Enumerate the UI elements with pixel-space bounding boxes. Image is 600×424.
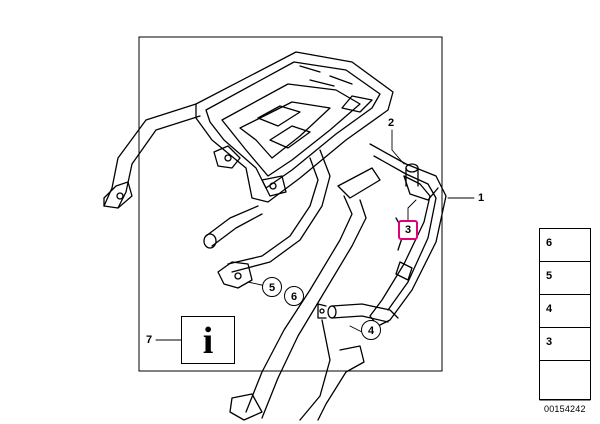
callout-6: 6: [284, 286, 304, 306]
callout-5: 5: [262, 277, 282, 297]
parts-row-5: 5: [540, 262, 590, 295]
parts-list: 6 5 4 3: [539, 228, 591, 400]
parts-number: 4: [546, 303, 553, 315]
callout-3-highlighted: 3: [398, 220, 418, 240]
parts-number: 6: [546, 237, 553, 249]
parts-number: 5: [546, 270, 553, 282]
parts-number: 3: [546, 336, 553, 348]
info-icon: i: [202, 320, 214, 362]
callout-7: 7: [146, 334, 153, 346]
parts-row-4: 4: [540, 295, 590, 328]
callout-2: 2: [388, 117, 395, 129]
drawing-code: 00154242: [544, 404, 586, 414]
callout-1: 1: [478, 192, 485, 204]
callout-4: 4: [361, 320, 381, 340]
parts-row-6: 6: [540, 229, 590, 262]
info-box: i: [181, 316, 235, 364]
parts-row-3: 3: [540, 328, 590, 361]
